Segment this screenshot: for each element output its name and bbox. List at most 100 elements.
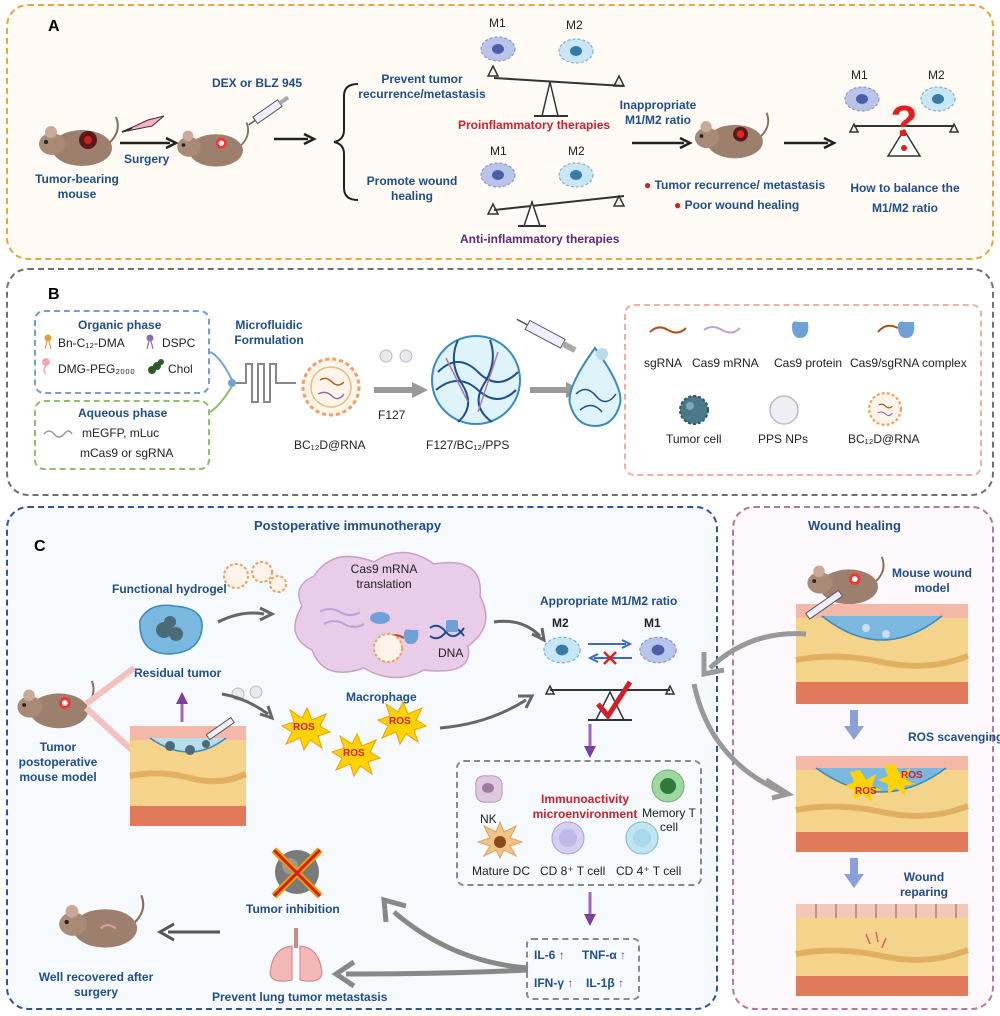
nanoparticle-cluster	[223, 561, 287, 593]
arrow-question	[784, 136, 837, 150]
tumor-inhibition-label: Tumor inhibition	[246, 902, 340, 916]
cas9-translation-label: Cas9 mRNA translation	[350, 562, 418, 591]
svg-text:?: ?	[891, 97, 918, 146]
chol-icon	[148, 359, 164, 374]
seesaw-icon	[544, 680, 676, 721]
panel-c-label: C	[34, 538, 46, 555]
m1-label: M1	[490, 144, 507, 158]
bullet-healing: ● Poor wound healing	[674, 198, 800, 212]
arrow-down-purple	[584, 724, 596, 758]
legend-box	[624, 304, 982, 476]
wound-title: Wound healing	[808, 518, 901, 533]
arrow-dex	[274, 132, 317, 146]
m2c-label: M2	[552, 616, 569, 630]
wound-ros-label: ROS	[901, 770, 923, 781]
bc12d-nanoparticle-icon	[867, 391, 903, 427]
pps-np-icon	[769, 395, 799, 425]
arrow-cytokine-to-lung	[331, 959, 529, 989]
skin-layer-icon	[795, 589, 970, 704]
f127-label: F127	[378, 408, 406, 422]
panel-c-title: Postoperative immunotherapy	[254, 518, 442, 533]
aqueous-phase-box	[34, 400, 210, 470]
cd8-label: CD 8⁺ T cell	[540, 864, 606, 878]
bc12d-label: BC₁₂D@RNA	[294, 438, 366, 452]
organic-title: Organic phase	[78, 318, 162, 332]
legend-pps-nps: PPS NPs	[758, 432, 809, 446]
m1c-label: M1	[644, 616, 661, 630]
organic-item-4: Chol	[168, 362, 193, 376]
cytokine-il1b: IL-1β ↑	[586, 976, 625, 990]
m1-label: M1	[851, 68, 868, 82]
arrow-ros-to-balance	[439, 694, 535, 730]
arrow-down-blue	[844, 858, 864, 888]
hydrogel-icon	[139, 604, 203, 655]
dendritic-cell-icon	[476, 820, 524, 860]
cytokine-ifn-label: IFN-γ	[534, 976, 564, 990]
legend-cas9-protein: Cas9 protein	[774, 356, 843, 370]
ros-burst-icon	[330, 732, 382, 778]
bracket	[333, 83, 359, 201]
aqueous-line1: mEGFP, mLuc	[82, 426, 160, 440]
legend-bc12d: BC₁₂D@RNA	[848, 432, 920, 446]
skin-layer-icon	[795, 756, 970, 852]
anti-inflammatory-label: Anti-inflammatory therapies	[460, 232, 620, 246]
promote-label: Promote wound healing	[366, 174, 458, 203]
functional-hydrogel-label: Functional hydrogel	[112, 582, 227, 596]
ros-scavenging-label: ROS scavenging	[908, 730, 1000, 744]
syringe-icon	[516, 318, 577, 353]
macrophage-icon	[844, 86, 880, 112]
arrow-f127	[374, 382, 428, 398]
polarization-arrows	[587, 639, 633, 665]
ros-burst-icon	[280, 706, 332, 752]
panel-a-label: A	[48, 18, 60, 35]
cd4-label: CD 4⁺ T cell	[616, 864, 682, 878]
microfluidic-chip	[209, 351, 296, 413]
skin-layer-icon	[795, 904, 970, 996]
sgrna-icon	[649, 326, 687, 334]
seesaw-icon	[486, 64, 626, 117]
arrow-down-blue	[844, 710, 864, 740]
legend-cas9-mrna: Cas9 mRNA	[692, 356, 759, 370]
lipid-icon	[146, 334, 154, 350]
lung-icon	[269, 928, 323, 982]
mouse-icon	[39, 116, 119, 166]
arrow-to-m1m2	[493, 619, 546, 643]
mature-dc-label: Mature DC	[472, 864, 531, 878]
tumor-inhibition-icon	[271, 847, 323, 899]
f127-full-label: F127/BC₁₂/PPS	[426, 438, 510, 452]
tumor-mouse-label: Tumor-bearing mouse	[35, 172, 119, 201]
skin-layer-icon	[129, 716, 248, 826]
dex-label: DEX or BLZ 945	[212, 76, 303, 90]
legend-sgrna: sgRNA	[644, 356, 683, 370]
residual-tumor-label: Residual tumor	[134, 666, 222, 680]
tumor-model-label: Tumor postoperative mouse model	[18, 740, 98, 784]
macrophage-icon	[480, 162, 516, 188]
ros-burst-icon	[376, 700, 428, 746]
hydrogel-network-icon	[431, 335, 521, 425]
surgery-label: Surgery	[124, 152, 170, 166]
wound-reparing-label: Wound reparing	[899, 870, 948, 899]
inappropriate-label: Inappropriate M1/M2 ratio	[619, 98, 697, 127]
mouse-wound-label: Mouse wound model	[892, 566, 972, 595]
recurrence-label: Tumor recurrence/ metastasis	[654, 178, 826, 192]
m2-label: M2	[928, 68, 945, 82]
immune-box	[456, 760, 702, 886]
memory-t-label: Memory T cell	[642, 806, 696, 834]
cytokine-tnf-label: TNF-α	[582, 948, 617, 962]
pps-dots	[379, 349, 413, 363]
macrophage-icon	[558, 162, 594, 188]
organic-phase-box	[34, 310, 210, 394]
panel-b-label: B	[48, 286, 60, 303]
well-recovered-label: Well recovered after surgery	[38, 970, 154, 999]
legend-tumor-cell: Tumor cell	[666, 432, 722, 446]
prevent-lung-label: Prevent lung tumor metastasis	[212, 990, 388, 1004]
cd4-cell-icon	[625, 821, 659, 855]
nk-cell-icon	[475, 775, 503, 803]
gel-droplet-icon	[568, 346, 622, 428]
proinflammatory-label: Proinflammatory therapies	[458, 118, 611, 132]
arrow-balance-to-wound	[691, 683, 795, 801]
mouse-icon	[807, 556, 885, 605]
mouse-icon	[694, 112, 770, 159]
bullet-recurrence: ● Tumor recurrence/ metastasis	[644, 178, 826, 192]
macrophage-label: Macrophage	[346, 690, 417, 704]
